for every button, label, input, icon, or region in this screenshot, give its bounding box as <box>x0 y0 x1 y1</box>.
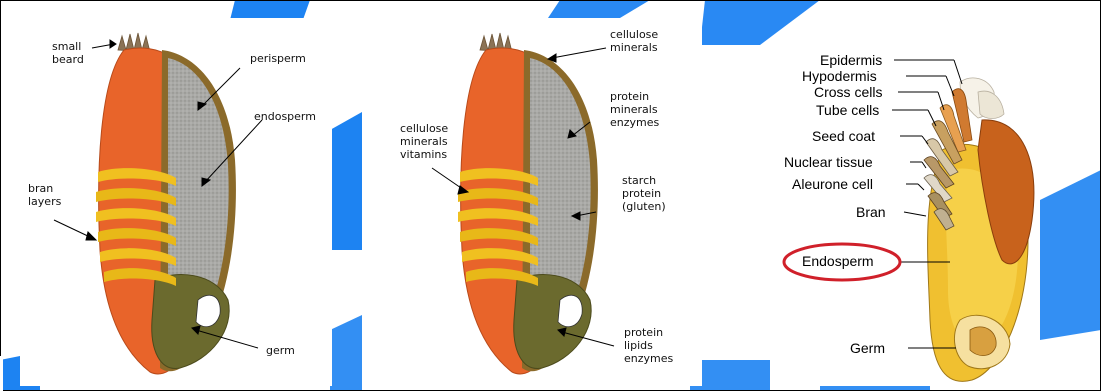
label-cellulose-minerals: cellulose minerals <box>610 28 658 54</box>
label-germ: germ <box>266 344 295 357</box>
label-epidermis: Epidermis <box>820 52 882 68</box>
label-seed-coat: Seed coat <box>812 128 875 144</box>
label-endosperm-3: Endosperm <box>802 253 874 269</box>
germ-area <box>152 275 229 369</box>
label-starch-protein-gluten: starch protein (gluten) <box>622 174 666 213</box>
label-protein-lipids-enzymes: protein lipids enzymes <box>624 326 673 365</box>
label-bran-layers: bran layers <box>28 182 61 208</box>
panel-2: cellulose minerals protein minerals enzy… <box>362 0 702 391</box>
label-bran: Bran <box>856 204 886 220</box>
label-cellulose-minerals-vitamins: cellulose minerals vitamins <box>400 122 448 161</box>
label-hypodermis: Hypodermis <box>802 68 877 84</box>
label-cross-cells: Cross cells <box>814 84 882 100</box>
swoosh-bottom-center <box>690 360 770 391</box>
label-aleurone-cell: Aleurone cell <box>792 176 873 192</box>
panel-3: Epidermis Hypodermis Cross cells Tube ce… <box>782 0 1042 391</box>
label-germ-3: Germ <box>850 340 885 356</box>
panel-1: small beard perisperm endosperm bran lay… <box>0 0 335 391</box>
label-nuclear-tissue: Nuclear tissue <box>784 154 873 170</box>
swoosh-far-right <box>1040 170 1101 340</box>
germ-white <box>196 295 220 326</box>
white-tip-3b <box>978 91 1004 118</box>
germ-area-2 <box>514 275 591 369</box>
label-tube-cells: Tube cells <box>816 102 879 118</box>
label-small-beard: small beard <box>52 40 84 66</box>
germ-white-2 <box>558 295 582 326</box>
label-perisperm: perisperm <box>250 52 306 65</box>
label-endosperm: endosperm <box>254 110 316 123</box>
label-protein-minerals-enzymes: protein minerals enzymes <box>610 90 659 129</box>
